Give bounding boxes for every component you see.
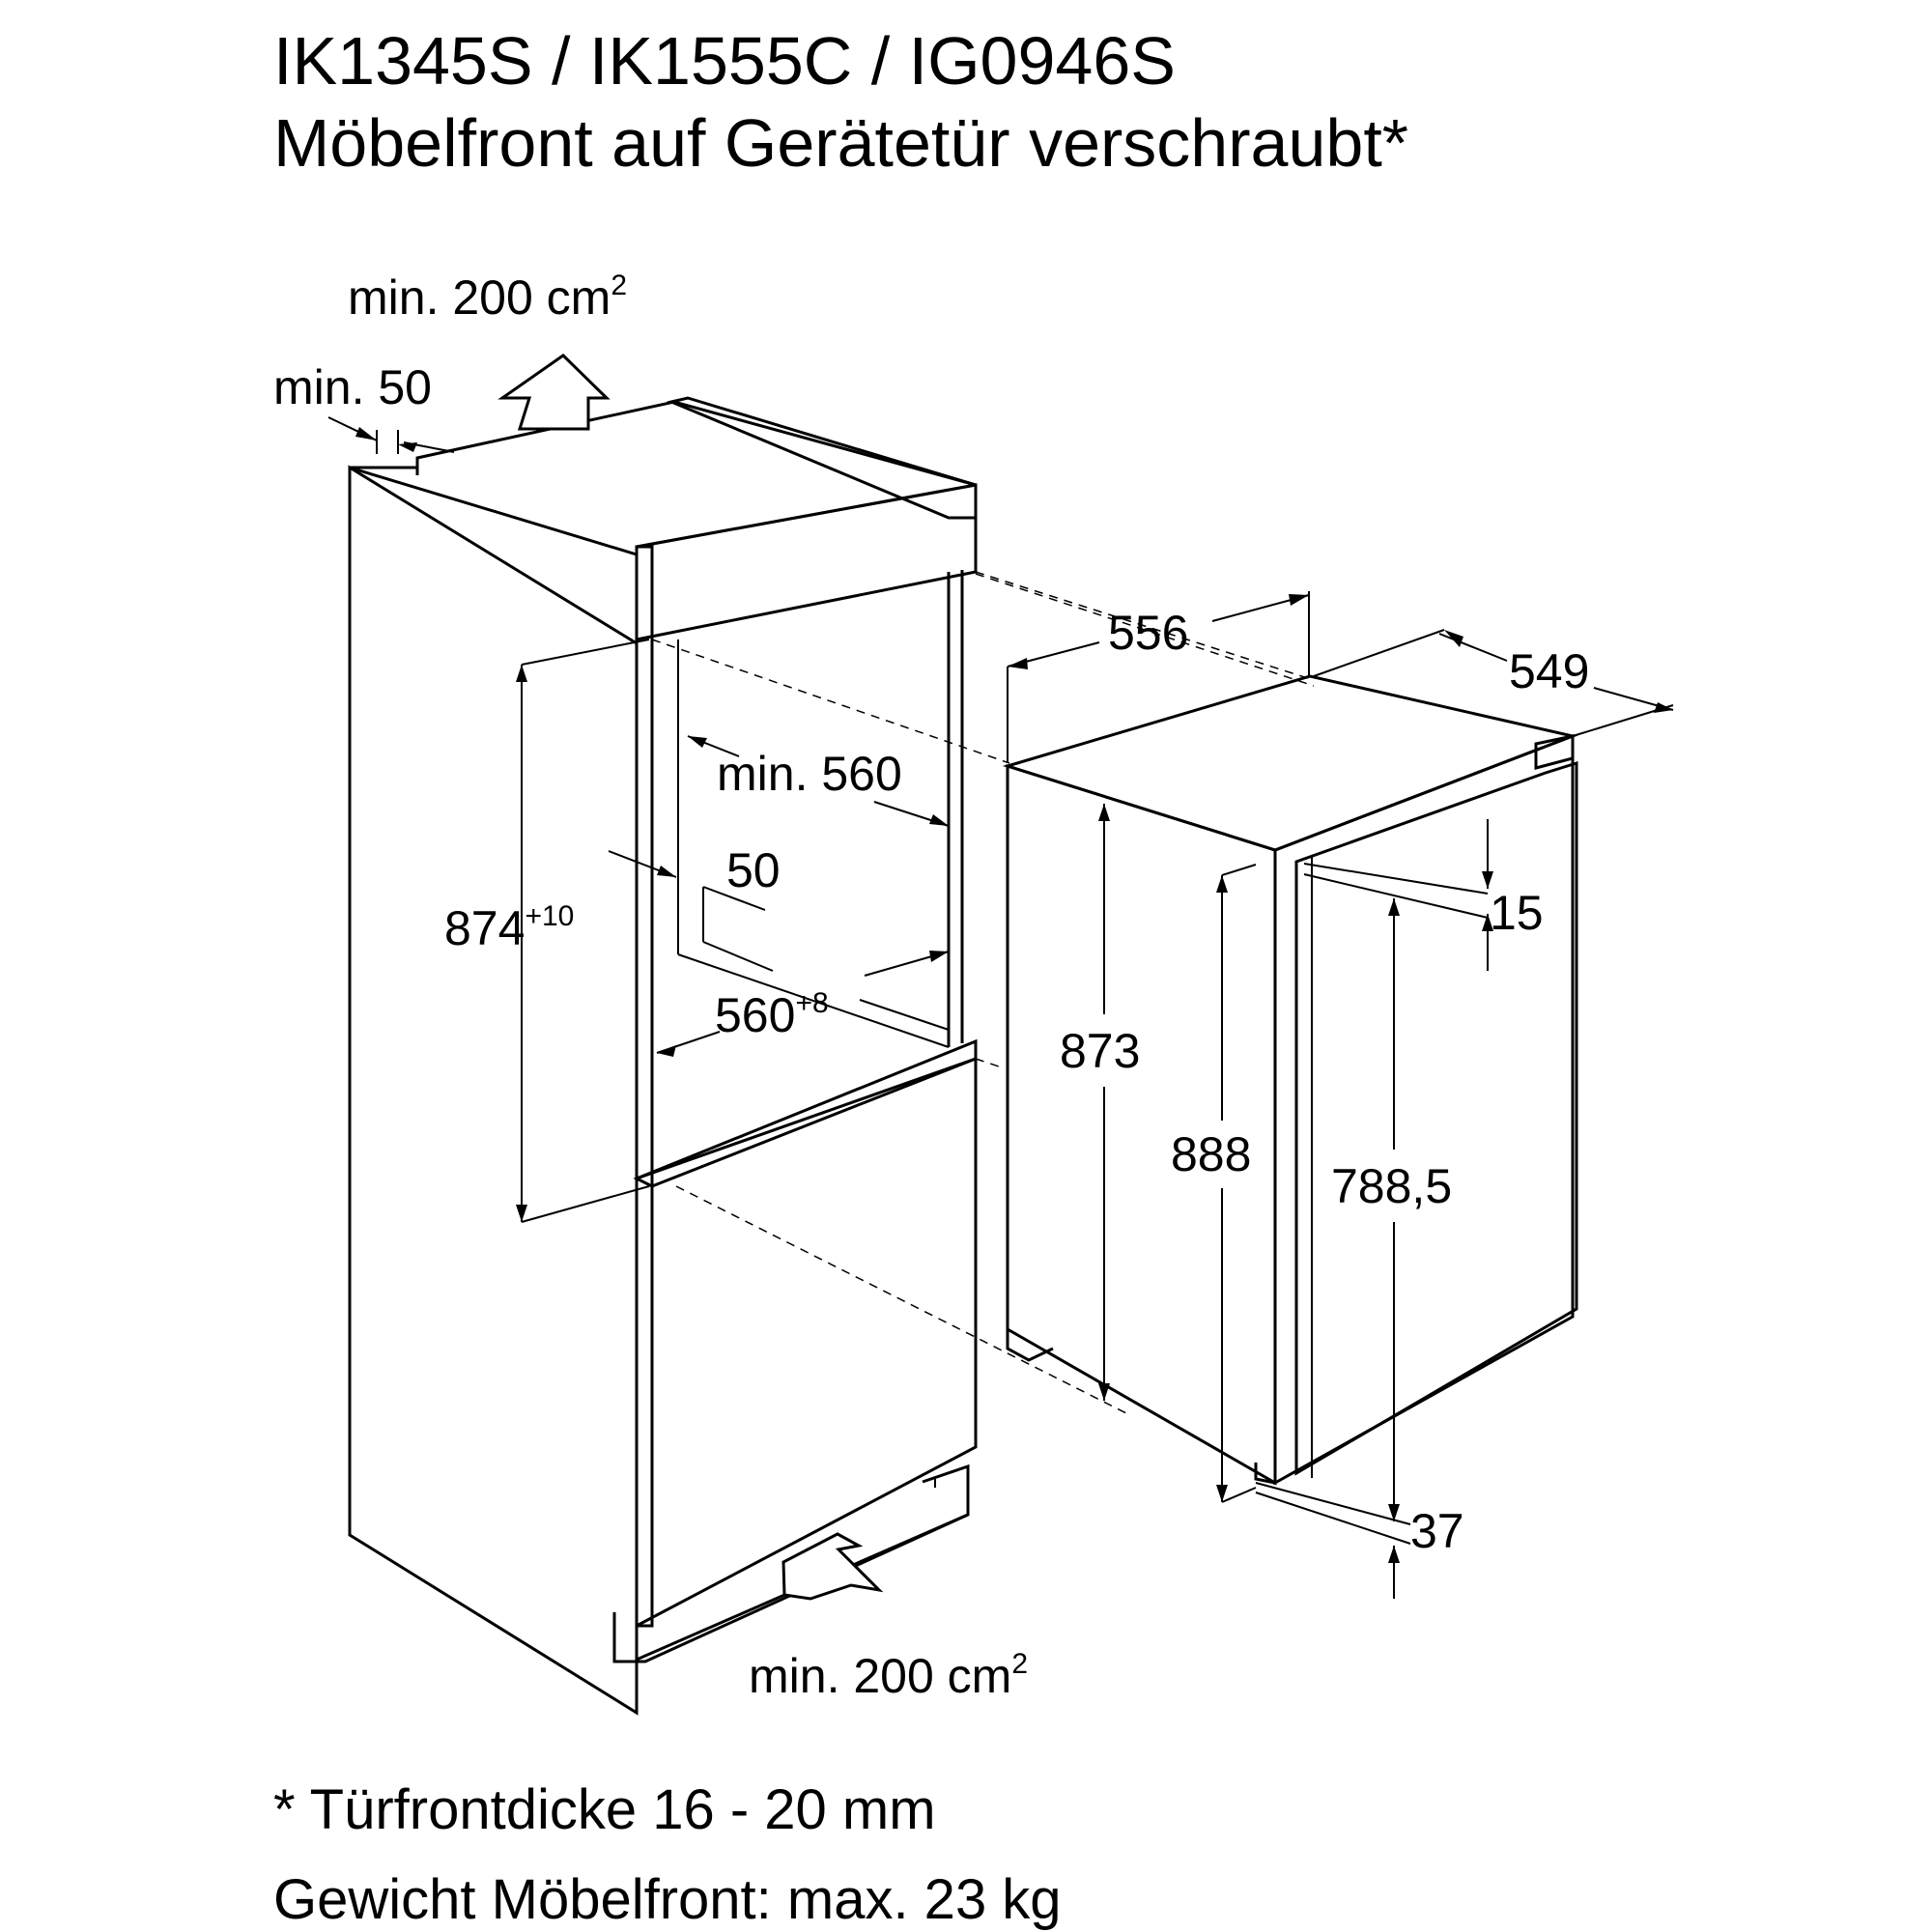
total-height-label: 888 xyxy=(1171,1127,1251,1181)
vent-top-arrow xyxy=(497,354,611,431)
niche-width-label: 560+8 xyxy=(715,987,829,1042)
niche-height-label: 874+10 xyxy=(444,900,574,955)
model-title: IK1345S / IK1555C / IG0946S xyxy=(273,23,1176,99)
vent-bottom-area-label: min. 200 cm2 xyxy=(749,1648,1028,1703)
appliance-width-label: 556 xyxy=(1108,606,1188,660)
projection-lines xyxy=(651,571,1315,1416)
door-offset-label: 15 xyxy=(1490,886,1544,940)
door-bottom-offset-label: 37 xyxy=(1410,1504,1464,1558)
niche-offset-label: 50 xyxy=(726,843,781,897)
door-height-label: 788,5 xyxy=(1331,1159,1452,1213)
niche-depth-label: min. 560 xyxy=(717,747,902,801)
vent-bottom-arrow xyxy=(781,1532,884,1601)
appliance-drawing xyxy=(1002,674,1578,1486)
door-thickness-note: * Türfrontdicke 16 - 20 mm xyxy=(273,1778,936,1841)
body-height-label: 873 xyxy=(1060,1024,1140,1078)
cabinet-drawing xyxy=(348,396,978,1716)
dimension-arrowheads xyxy=(355,427,1673,1563)
front-weight-note: Gewicht Möbelfront: max. 23 kg xyxy=(273,1868,1062,1931)
dimension-lines xyxy=(327,416,1674,1599)
vent-top-area-label: min. 200 cm2 xyxy=(348,270,627,325)
installation-subtitle: Möbelfront auf Gerätetür verschraubt* xyxy=(273,105,1409,181)
vent-top-gap-label: min. 50 xyxy=(273,360,432,414)
appliance-depth-label: 549 xyxy=(1509,644,1589,698)
